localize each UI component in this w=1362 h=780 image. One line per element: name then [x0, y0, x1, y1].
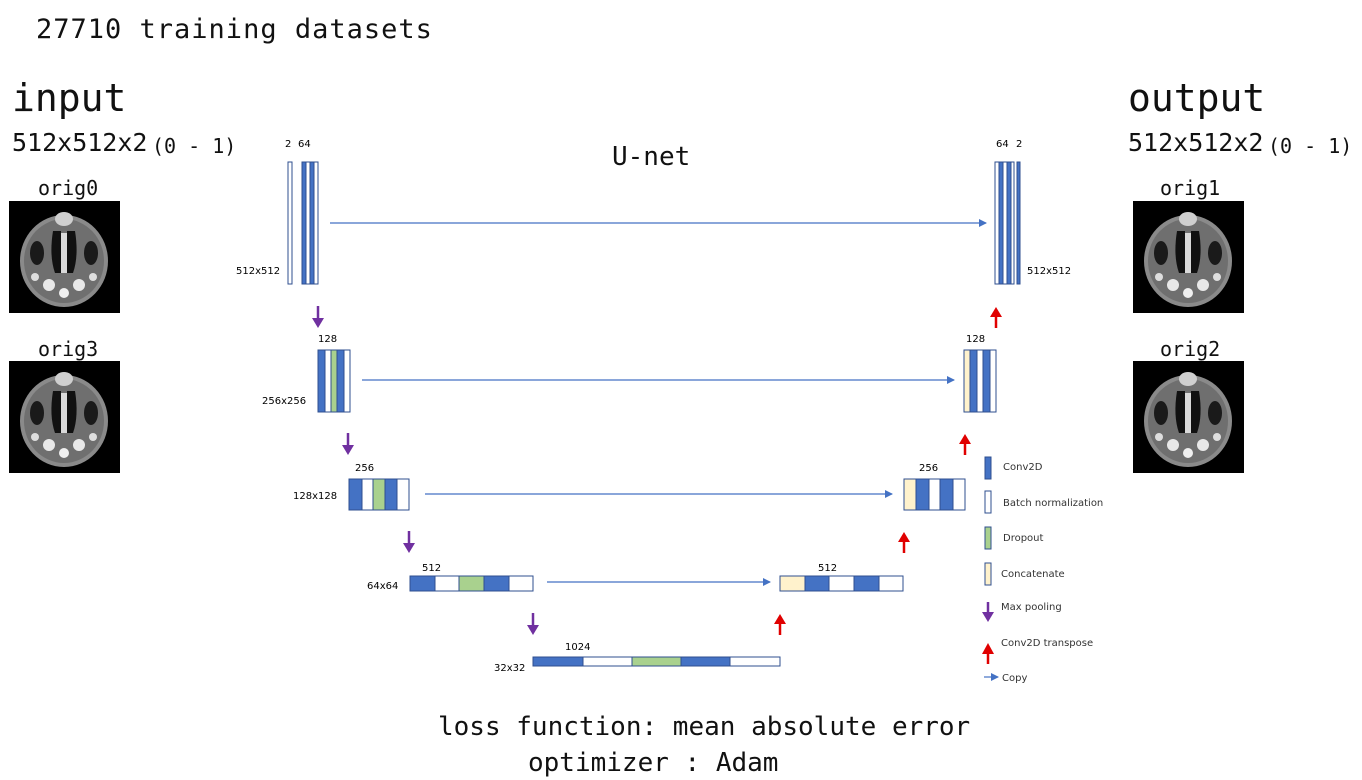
- encoder-level3-size: 128x128: [293, 491, 337, 502]
- legend-swatch-batch-normalization: [984, 490, 992, 514]
- decoder-level1-size: 512x512: [1027, 266, 1071, 277]
- legend-label-concatenate: Concatenate: [1001, 569, 1065, 580]
- legend-swatch-dropout: [984, 526, 992, 550]
- ct-scan-illustration: [20, 212, 108, 307]
- input-shape: 512x512x2: [12, 128, 148, 157]
- bottleneck-channel: 1024: [565, 642, 590, 653]
- legend-label-copy: Copy: [1002, 673, 1027, 684]
- encoder-block-level1: [287, 161, 319, 285]
- legend-item-concatenate: Concatenate: [984, 562, 1065, 586]
- legend-item-copy: Copy: [984, 673, 1027, 684]
- upconv-arrows: [774, 307, 1002, 635]
- upconv-arrow-2: [898, 532, 910, 553]
- upconv-arrow-3: [959, 434, 971, 455]
- encoder-level4-channel: 512: [422, 563, 441, 574]
- maxpool-arrow-2: [342, 433, 354, 455]
- output-shape: 512x512x2: [1128, 128, 1264, 157]
- encoder-level3-channel: 256: [355, 463, 374, 474]
- optimizer-label: optimizer : Adam: [528, 748, 779, 778]
- encoder-block-level4: [409, 575, 534, 592]
- output-image-label-orig1: orig1: [1160, 176, 1221, 200]
- loss-function-label: loss function: mean absolute error: [438, 712, 971, 742]
- decoder-level1-channel-b: 2: [1016, 139, 1022, 150]
- decoder-block-level1: [994, 161, 1021, 285]
- upconv-arrow-4: [990, 307, 1002, 328]
- maxpool-arrow-4: [527, 613, 539, 635]
- legend-label-dropout: Dropout: [1003, 533, 1044, 544]
- decoder-level1-channel-a: 64: [996, 139, 1009, 150]
- encoder-level4-size: 64x64: [367, 581, 398, 592]
- output-range: (0 - 1): [1268, 134, 1353, 158]
- legend-item-batch-normalization: Batch normalization: [984, 490, 1103, 514]
- encoder-level1-channel-b: 64: [298, 139, 311, 150]
- legend-label-batch-normalization: Batch normalization: [1003, 498, 1103, 509]
- bottleneck-block: [532, 656, 781, 667]
- ct-image-orig1: [1133, 201, 1244, 313]
- encoder-block-level2: [317, 349, 351, 413]
- encoder-level2-size: 256x256: [262, 396, 306, 407]
- input-title: input: [12, 76, 127, 120]
- upconv-arrow-1: [774, 614, 786, 635]
- legend-item-conv2d-transpose: Conv2D transpose: [982, 638, 1093, 664]
- decoder-level2-channel: 128: [966, 334, 985, 345]
- encoder-level1-size: 512x512: [236, 266, 280, 277]
- bottleneck-size: 32x32: [494, 663, 525, 674]
- ct-scan-illustration: [1144, 372, 1232, 467]
- training-datasets-label: 27710 training datasets: [36, 14, 433, 45]
- legend-item-conv2d: Conv2D: [984, 456, 1043, 480]
- legend-label-max-pooling: Max pooling: [1001, 602, 1062, 613]
- decoder-block-level4: [779, 575, 904, 592]
- output-title: output: [1128, 76, 1266, 120]
- encoder-level1-channel-a: 2: [285, 139, 291, 150]
- legend: Conv2D Batch normalization Dropout Conca…: [982, 456, 1103, 684]
- encoder-level2-channel: 128: [318, 334, 337, 345]
- ct-image-orig3: [9, 361, 120, 473]
- input-range: (0 - 1): [152, 134, 237, 158]
- network-title: U-net: [612, 142, 691, 172]
- decoder-level3-channel: 256: [919, 463, 938, 474]
- ct-scan-illustration: [20, 372, 108, 467]
- output-image-label-orig2: orig2: [1160, 337, 1221, 361]
- legend-swatch-conv2d: [984, 456, 992, 480]
- ct-image-orig0: [9, 201, 120, 313]
- legend-label-conv2d-transpose: Conv2D transpose: [1001, 638, 1093, 649]
- input-image-label-orig0: orig0: [38, 176, 99, 200]
- legend-swatch-concatenate: [984, 562, 992, 586]
- decoder-block-level2: [963, 349, 997, 413]
- maxpool-arrow-1: [312, 306, 324, 328]
- input-image-label-orig3: orig3: [38, 337, 99, 361]
- ct-image-orig2: [1133, 361, 1244, 473]
- maxpool-arrow-3: [403, 531, 415, 553]
- encoder-block-level3: [348, 478, 410, 511]
- maxpool-arrows: [312, 306, 539, 635]
- legend-item-dropout: Dropout: [984, 526, 1044, 550]
- legend-item-max-pooling: Max pooling: [982, 602, 1062, 622]
- legend-label-conv2d: Conv2D: [1003, 462, 1043, 473]
- decoder-block-level3: [903, 478, 966, 511]
- ct-scan-illustration: [1144, 212, 1232, 307]
- decoder-level4-channel: 512: [818, 563, 837, 574]
